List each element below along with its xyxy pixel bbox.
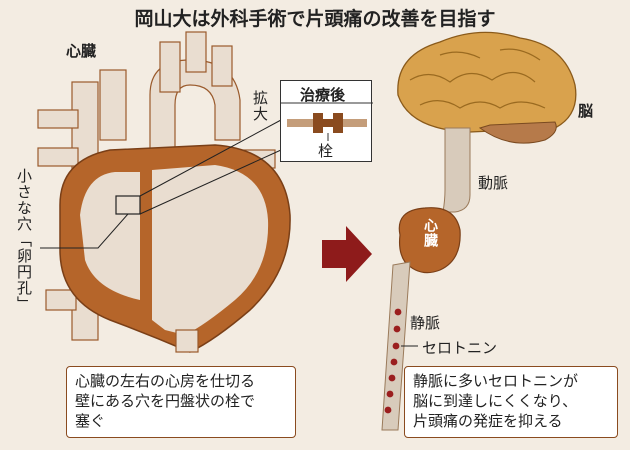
plug-label: 栓 xyxy=(318,142,334,160)
after-treatment-label: 治療後 xyxy=(300,86,346,104)
right-box-line: 静脈に多いセロトニンが xyxy=(413,372,579,390)
expand-label: 拡大 xyxy=(251,90,269,122)
vein-label: 静脈 xyxy=(410,314,441,332)
right-box-line: 脳に到達しにくくなり、 xyxy=(413,392,578,410)
left-box-line: 塞ぐ xyxy=(75,412,106,430)
small-heart-label: 心臓 xyxy=(422,218,438,248)
left-box-line: 壁にある穴を円盤状の栓で xyxy=(75,392,256,410)
heart-illustration xyxy=(37,31,291,353)
right-explanation-box: 静脈に多いセロトニンが 脳に到達しにくくなり、 片頭痛の発症を抑える xyxy=(404,366,618,438)
small-heart xyxy=(398,207,461,274)
inset-after-treatment xyxy=(280,80,373,162)
brain-label: 脳 xyxy=(578,102,594,120)
left-explanation-box: 心臓の左右の心房を仕切る 壁にある穴を円盤状の栓で 塞ぐ xyxy=(66,366,296,438)
leader-line xyxy=(139,149,282,215)
plug-diagram xyxy=(281,102,373,141)
brain-illustration xyxy=(397,31,577,144)
figure-title: 岡山大は外科手術で片頭痛の改善を目指す xyxy=(134,8,496,30)
hole-leader-line xyxy=(40,213,129,249)
small-hole-label: 小さな穴「卵円孔」 xyxy=(15,168,33,312)
serotonin-dots xyxy=(384,308,402,414)
hole-marker xyxy=(115,195,141,215)
right-box-line: 片頭痛の発症を抑える xyxy=(413,412,563,430)
serotonin-label: セロトニン xyxy=(422,339,498,357)
arrow-right-icon xyxy=(322,226,372,282)
artery-label: 動脈 xyxy=(478,174,509,192)
leader-line xyxy=(139,119,282,197)
heart-label: 心臓 xyxy=(66,42,97,60)
left-box-line: 心臓の左右の心房を仕切る xyxy=(75,372,256,390)
